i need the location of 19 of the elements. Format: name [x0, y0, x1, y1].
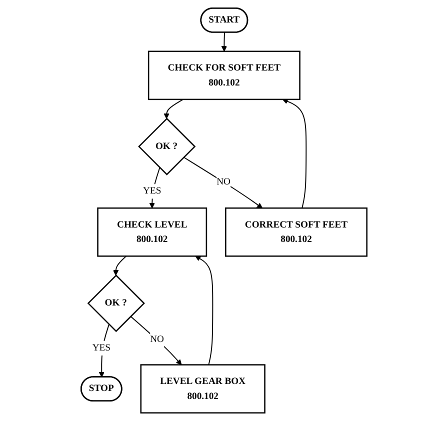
arrow	[130, 316, 182, 366]
arrow	[282, 98, 307, 209]
arrow	[221, 32, 228, 52]
arrow	[164, 98, 184, 119]
node-diamond: OK ?	[138, 118, 196, 176]
edge-label: NO	[150, 334, 164, 345]
edge-label: NO	[216, 176, 230, 187]
arrow	[149, 167, 160, 208]
node-box: LEVEL GEAR BOX 800.102	[140, 364, 266, 414]
node-box: CHECK LEVEL 800.102	[97, 207, 208, 257]
node-box: CORRECT SOFT FEET 800.102	[225, 207, 368, 257]
arrow	[183, 156, 263, 208]
arrow	[195, 256, 214, 366]
arrow	[98, 324, 110, 378]
node-box: CHECK FOR SOFT FEET 800.102	[148, 50, 300, 100]
node-diamond: OK ?	[87, 274, 145, 332]
edge-label: YES	[92, 342, 110, 353]
edge-label: YES	[143, 186, 162, 196]
arrow	[113, 256, 127, 276]
